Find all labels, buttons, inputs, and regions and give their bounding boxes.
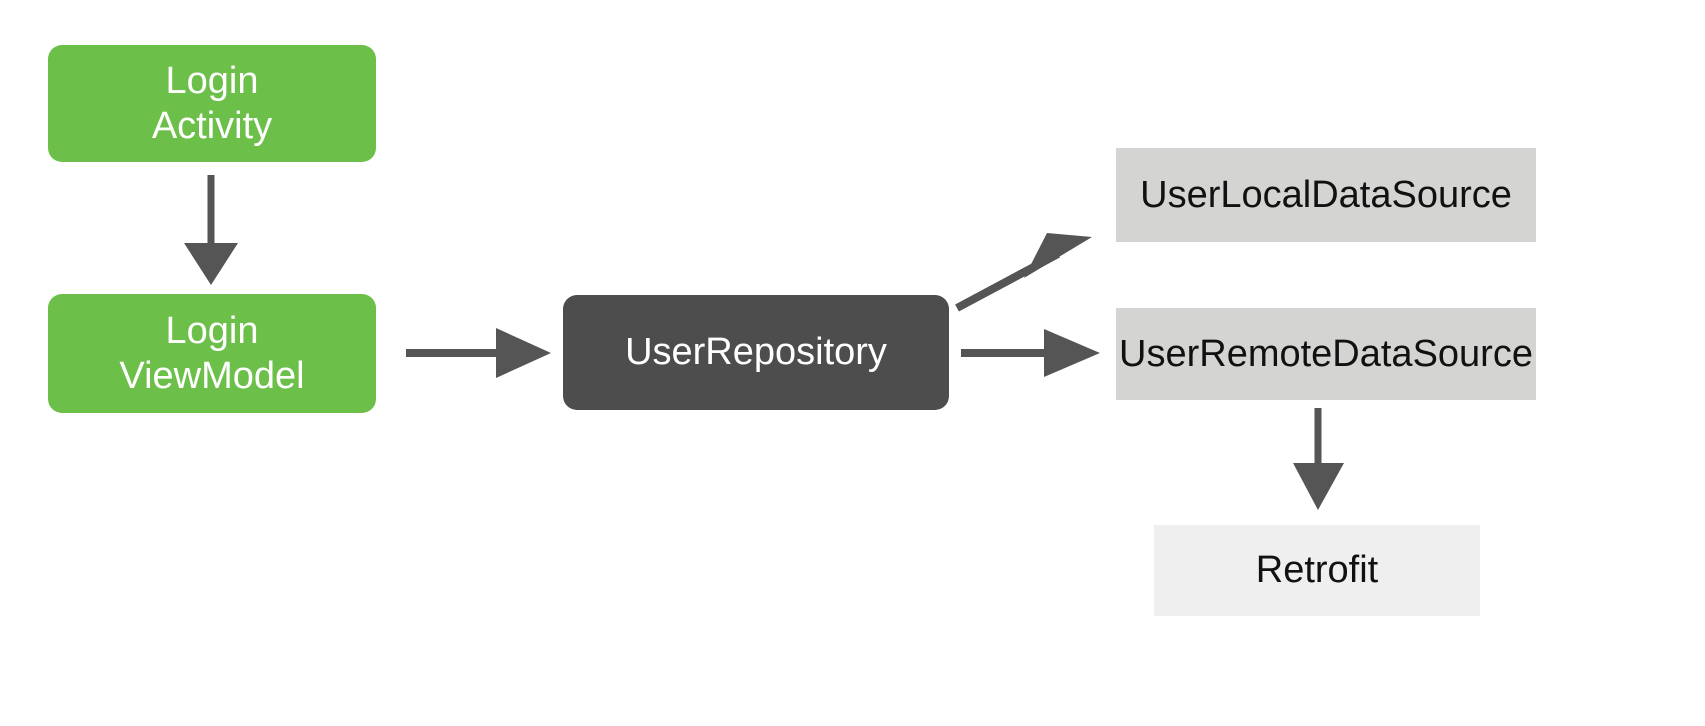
node-user-local-data-source[interactable]: UserLocalDataSource <box>1116 148 1536 242</box>
node-login-activity[interactable]: Login Activity <box>48 45 376 162</box>
node-user-repository[interactable]: UserRepository <box>563 295 949 410</box>
edge-remote-to-retrofit <box>1293 408 1344 510</box>
node-login-viewmodel[interactable]: Login ViewModel <box>48 294 376 413</box>
edge-activity-to-viewmodel <box>184 175 238 285</box>
edge-repository-to-remote <box>961 329 1100 377</box>
node-user-remote-data-source[interactable]: UserRemoteDataSource <box>1116 308 1536 400</box>
node-retrofit[interactable]: Retrofit <box>1154 525 1480 616</box>
edge-repository-to-local <box>955 233 1092 312</box>
edge-viewmodel-to-repository <box>406 328 551 378</box>
